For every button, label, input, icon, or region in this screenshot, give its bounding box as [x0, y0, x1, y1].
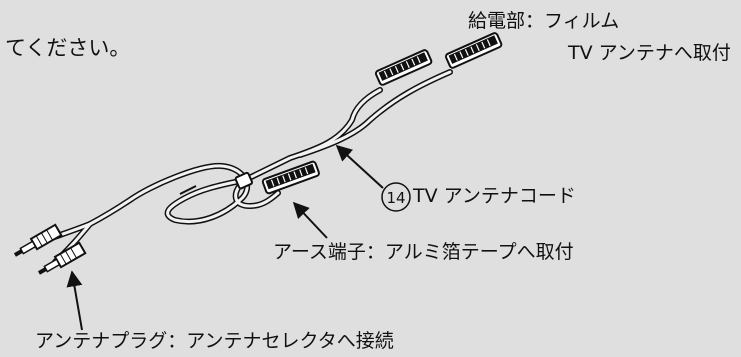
- plug-pointer-arrow: [66, 270, 83, 331]
- antenna-plug-2: [37, 241, 87, 275]
- label-earth-terminal: アース端子：アルミ箔テープへ取付: [273, 241, 574, 263]
- label-feed-point: 給電部：フィルム: [468, 10, 620, 32]
- cord-wires: [27, 69, 453, 265]
- feed-connector-1: [374, 49, 433, 86]
- part-number-badge: 14: [381, 182, 411, 212]
- instruction-text: てください。: [5, 36, 131, 60]
- label-feed-point-target: TV アンテナへ取付: [568, 42, 731, 64]
- cable-clip: [234, 171, 254, 190]
- label-antenna-plug: アンテナプラグ：アンテナセレクタへ接続: [35, 330, 394, 352]
- earth-terminal-connector: [261, 160, 320, 195]
- earth-pointer-arrow: [292, 201, 328, 239]
- part-number: 14: [386, 189, 405, 207]
- antenna-plug-1: [13, 223, 63, 257]
- cord-pointer-arrow: [335, 144, 384, 189]
- label-cord-name: TV アンテナコード: [413, 185, 576, 207]
- feed-connector-2: [444, 32, 503, 69]
